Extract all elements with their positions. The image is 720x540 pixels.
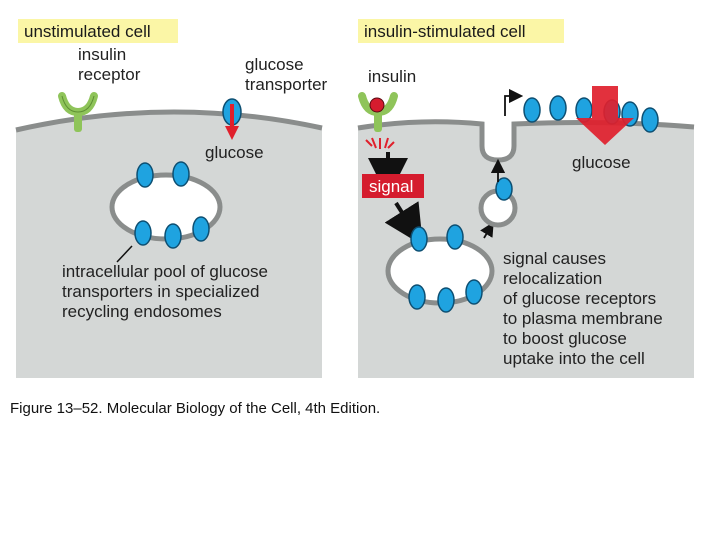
left-plasma-membrane [15,109,323,133]
activation-spark-icon [365,137,395,149]
endosome-transporter-icon [465,279,483,305]
pool-leader-line [116,245,133,263]
bent-arrow-icon [504,88,524,116]
description-line3: of glucose receptors [503,289,656,308]
membrane-transporter-icon [523,97,541,123]
black-arrow-icon [384,201,423,246]
endosome-transporter-icon [172,161,190,187]
pool-label-line3: recycling endosomes [62,302,222,321]
right-panel: insulin-stimulated cell insulin signal [357,19,695,378]
membrane-invagination [487,122,509,155]
description-line2: relocalization [503,269,602,288]
endosome-transporter-icon [446,224,464,250]
endosome-transporter-icon [164,223,182,249]
right-cytoplasm [358,121,694,378]
black-arrow-icon [480,221,494,239]
receptor-label-line1: insulin [78,45,126,64]
description-line4: to plasma membrane [503,309,663,328]
vesicle-transporter-icon [495,177,513,201]
left-endosome-transporters [134,161,210,249]
figure-caption: Figure 13–52. Molecular Biology of the C… [10,400,381,417]
left-panel: unstimulated cell insulin receptor gluco… [15,19,328,378]
transporter-label-line1: glucose [245,55,304,74]
left-title-highlight [18,19,178,43]
endosome-transporter-icon [136,162,154,188]
description-line1: signal causes [503,249,606,268]
insulin-molecule-icon [369,97,385,113]
endosome-transporter-icon [408,284,426,310]
red-arrow-icon [225,104,239,140]
diagram-canvas: unstimulated cell insulin receptor gluco… [15,19,695,378]
insulin-label: insulin [368,67,416,86]
pool-label-line1: intracellular pool of glucose [62,262,268,281]
receptor-label-line2: receptor [78,65,141,84]
transporter-label-line2: transporter [245,75,328,94]
endosome-transporter-icon [437,287,455,313]
endosome-transporter-icon [410,226,428,252]
endosome-transporter-icon [192,216,210,242]
right-glucose-label: glucose [572,153,631,172]
description-line6: uptake into the cell [503,349,645,368]
pool-label-line2: transporters in specialized [62,282,259,301]
left-glucose-label: glucose [205,143,264,162]
right-title-highlight [358,19,564,43]
red-arrow-icon [576,86,634,145]
description-line5: to boost glucose [503,329,627,348]
membrane-transporter-icon [549,95,567,121]
endosome-transporter-icon [134,220,152,246]
left-title: unstimulated cell [24,22,151,41]
insulin-receptor-icon [58,92,98,132]
membrane-transporter-icon [641,107,659,133]
signal-box [362,174,424,198]
right-endosome-transporters [408,224,483,313]
signal-label: signal [369,177,413,196]
right-title: insulin-stimulated cell [364,22,526,41]
